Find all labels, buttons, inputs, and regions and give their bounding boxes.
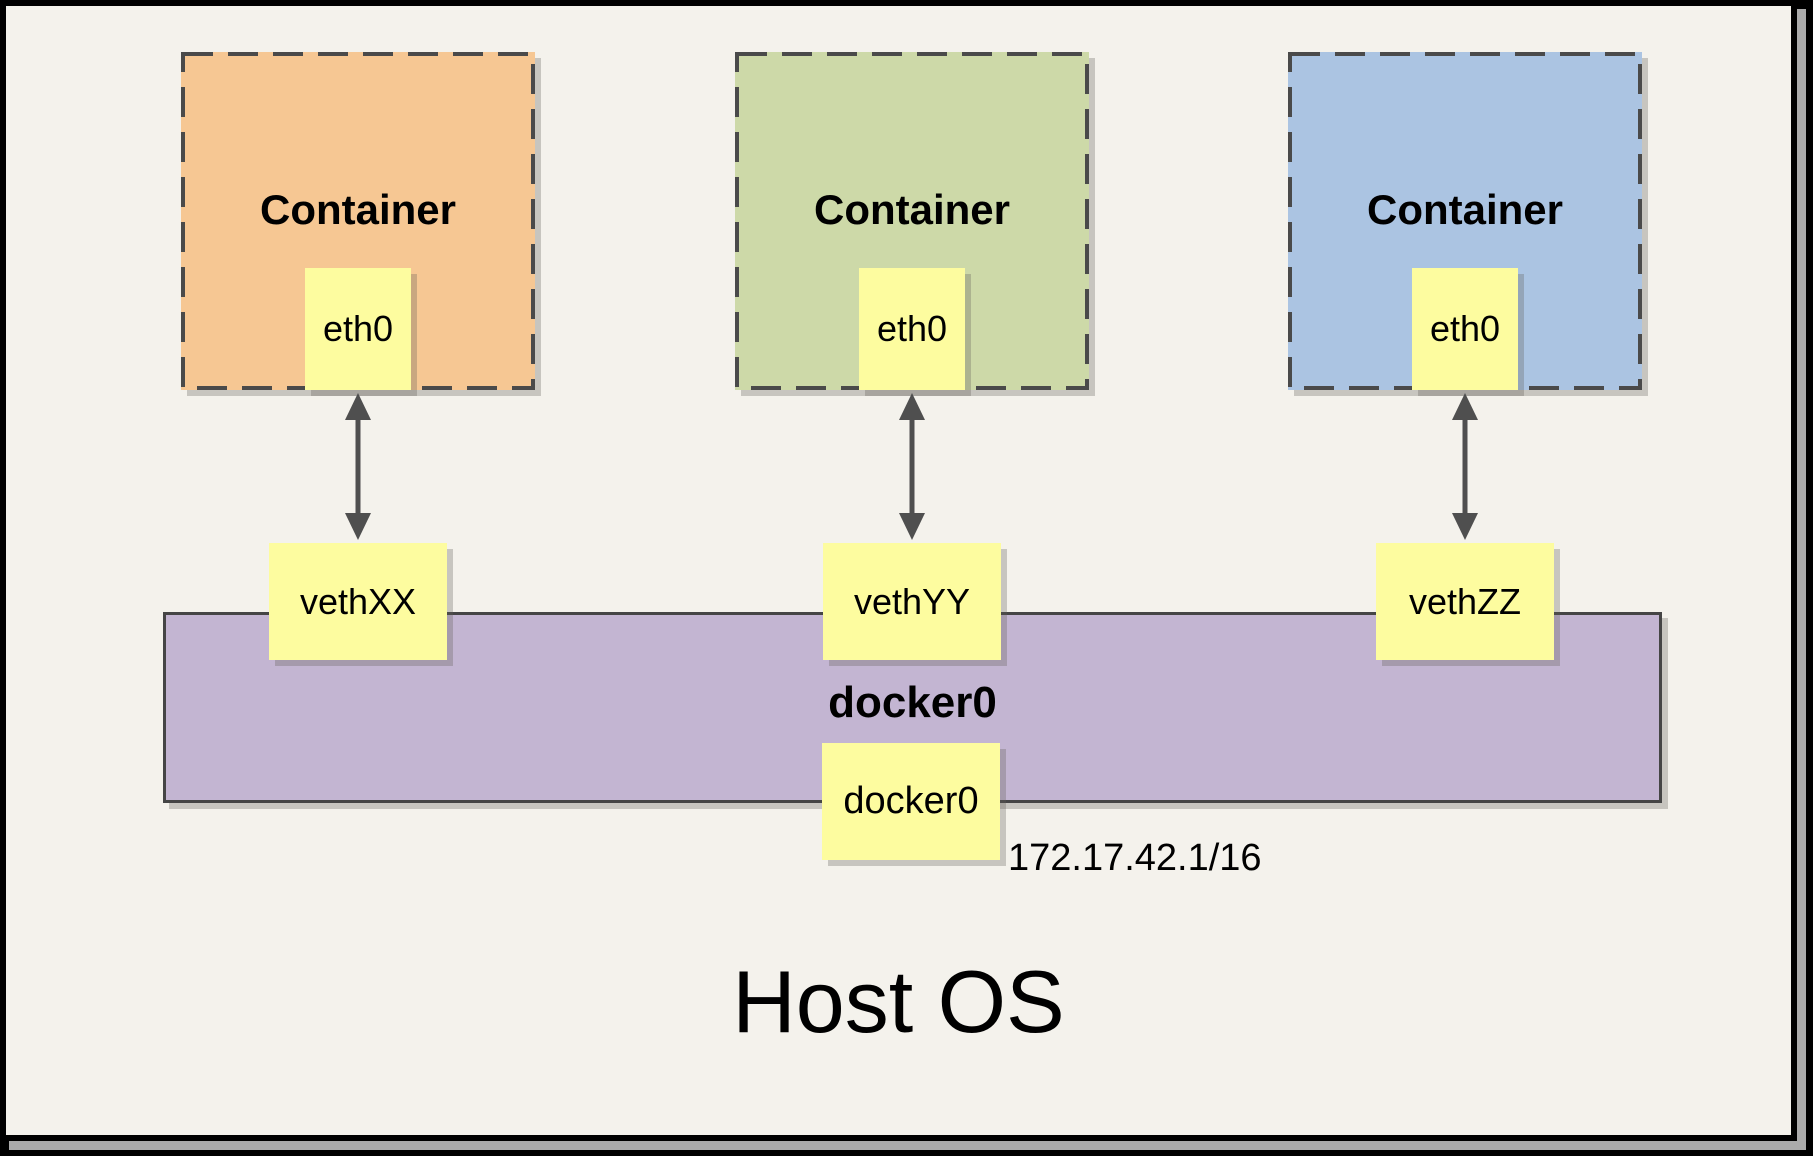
veth-label: vethZZ (1408, 580, 1522, 622)
vethxx-interface-box: vethXX (269, 543, 447, 660)
container-label: Container (259, 186, 456, 233)
eth0-label: eth0 (322, 308, 394, 349)
host-os-title: Host OS (732, 952, 1065, 1051)
vethzz-interface-box: vethZZ (1376, 543, 1554, 660)
container-box-3: Container eth0 (1288, 52, 1642, 390)
eth0-interface-box-3: eth0 (1412, 268, 1518, 390)
eth0-interface-box-1: eth0 (305, 268, 411, 390)
eth0-label: eth0 (1429, 308, 1501, 349)
docker0-interface-box: docker0 (822, 743, 1000, 860)
double-arrow-icon (899, 393, 925, 540)
double-arrow-icon (1452, 393, 1478, 540)
vethyy-interface-box: vethYY (823, 543, 1001, 660)
container-box-1: Container eth0 (181, 52, 535, 390)
eth0-label: eth0 (876, 308, 948, 349)
bridge-ip-address: 172.17.42.1/16 (1008, 837, 1262, 879)
container-box-2: Container eth0 (735, 52, 1089, 390)
double-arrow-icon (345, 393, 371, 540)
veth-label: vethXX (299, 580, 417, 622)
docker0-interface-label: docker0 (843, 780, 979, 822)
container-label: Container (1366, 186, 1563, 233)
container-label: Container (813, 186, 1010, 233)
eth0-interface-box-2: eth0 (859, 268, 965, 390)
veth-label: vethYY (853, 580, 971, 622)
docker0-bridge-label: docker0 (828, 678, 997, 727)
